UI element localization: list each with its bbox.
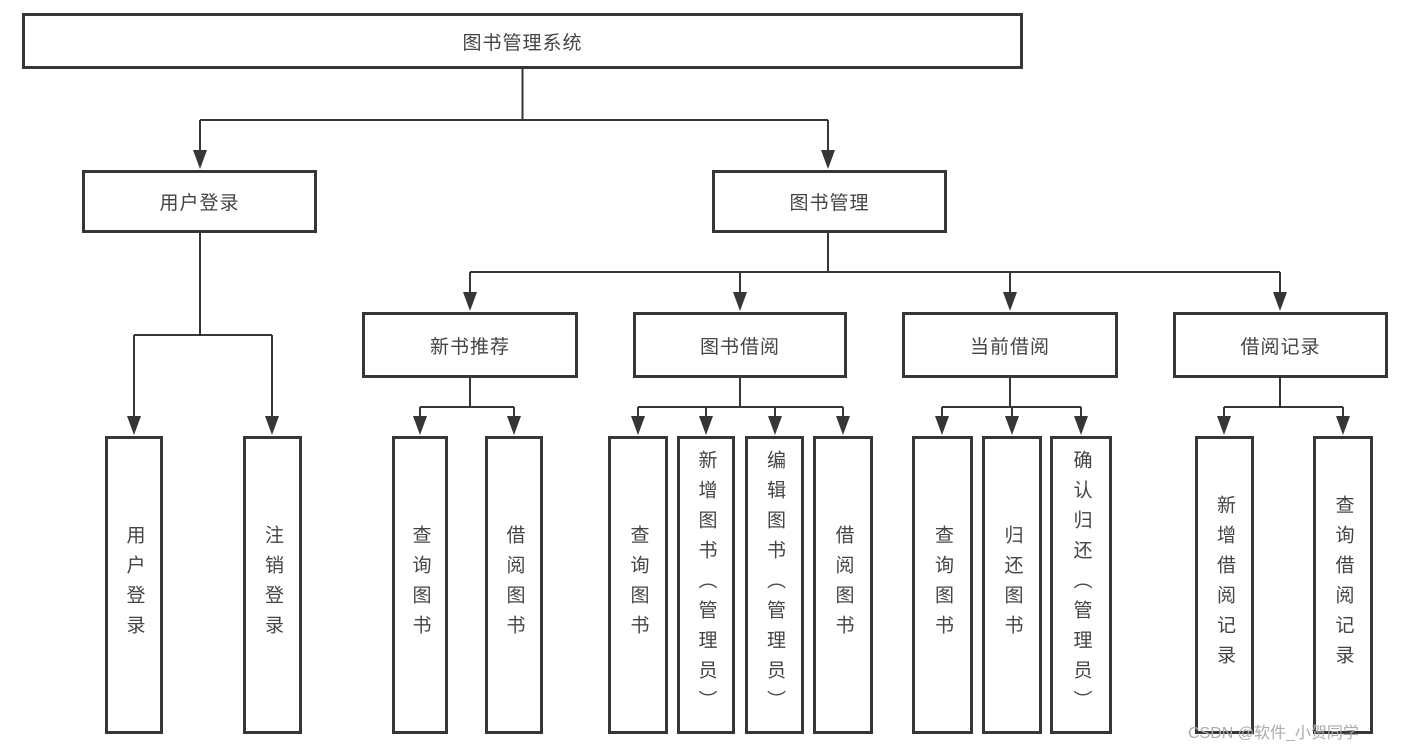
leaf-borrow-books: 借阅图书 xyxy=(813,436,873,734)
node-user-login: 用户登录 xyxy=(82,170,317,233)
leaf-query-books-current: 查询图书 xyxy=(912,436,973,734)
leaf-logout: 注销登录 xyxy=(243,436,302,734)
leaf-query-books-recommend: 查询图书 xyxy=(392,436,448,734)
node-label: 图书管理 xyxy=(789,193,870,214)
leaf-label: 查询图书 xyxy=(932,525,953,645)
watermark-text: CSDN @软件_小贺同学 xyxy=(1188,725,1359,742)
leaf-label: 借阅图书 xyxy=(503,525,525,645)
node-label: 当前借阅 xyxy=(969,336,1050,358)
node-library-management-system: 图书管理系统 xyxy=(22,13,1023,69)
leaf-add-books-admin: 新增图书（管理员） xyxy=(677,436,735,734)
node-borrow-records: 借阅记录 xyxy=(1173,312,1388,378)
leaf-label: 借阅图书 xyxy=(832,525,854,645)
leaf-confirm-return-admin: 确认归还（管理员） xyxy=(1050,436,1112,734)
arrowheads xyxy=(127,150,1350,435)
leaf-label: 查询图书 xyxy=(627,525,649,645)
node-label: 新书推荐 xyxy=(429,336,510,358)
node-label: 图书借阅 xyxy=(699,336,780,358)
node-label: 借阅记录 xyxy=(1240,336,1321,358)
leaf-label: 归还图书 xyxy=(1001,525,1023,645)
leaf-borrow-books-recommend: 借阅图书 xyxy=(485,436,543,734)
node-book-borrowing: 图书借阅 xyxy=(633,312,847,378)
node-book-management: 图书管理 xyxy=(712,170,947,233)
node-current-borrowing: 当前借阅 xyxy=(902,312,1118,378)
leaf-add-borrow-record: 新增借阅记录 xyxy=(1195,436,1254,734)
leaf-query-borrow-record: 查询借阅记录 xyxy=(1313,436,1373,734)
leaf-label: 用户登录 xyxy=(123,525,145,645)
leaf-edit-books-admin: 编辑图书（管理员） xyxy=(745,436,804,734)
leaf-label: 确认归还（管理员） xyxy=(1070,450,1092,720)
node-label: 用户登录 xyxy=(159,193,240,214)
leaf-user-login: 用户登录 xyxy=(105,436,163,734)
leaf-label: 查询图书 xyxy=(409,525,431,645)
node-new-book-recommend: 新书推荐 xyxy=(362,312,578,378)
leaf-label: 编辑图书（管理员） xyxy=(764,450,785,720)
leaf-query-books-borrowing: 查询图书 xyxy=(608,436,668,734)
leaf-label: 查询借阅记录 xyxy=(1332,495,1354,675)
leaf-return-books: 归还图书 xyxy=(982,436,1042,734)
leaf-label: 注销登录 xyxy=(262,525,283,645)
leaf-label: 新增图书（管理员） xyxy=(695,450,717,720)
leaf-label: 新增借阅记录 xyxy=(1214,495,1235,675)
node-label: 图书管理系统 xyxy=(462,32,583,54)
